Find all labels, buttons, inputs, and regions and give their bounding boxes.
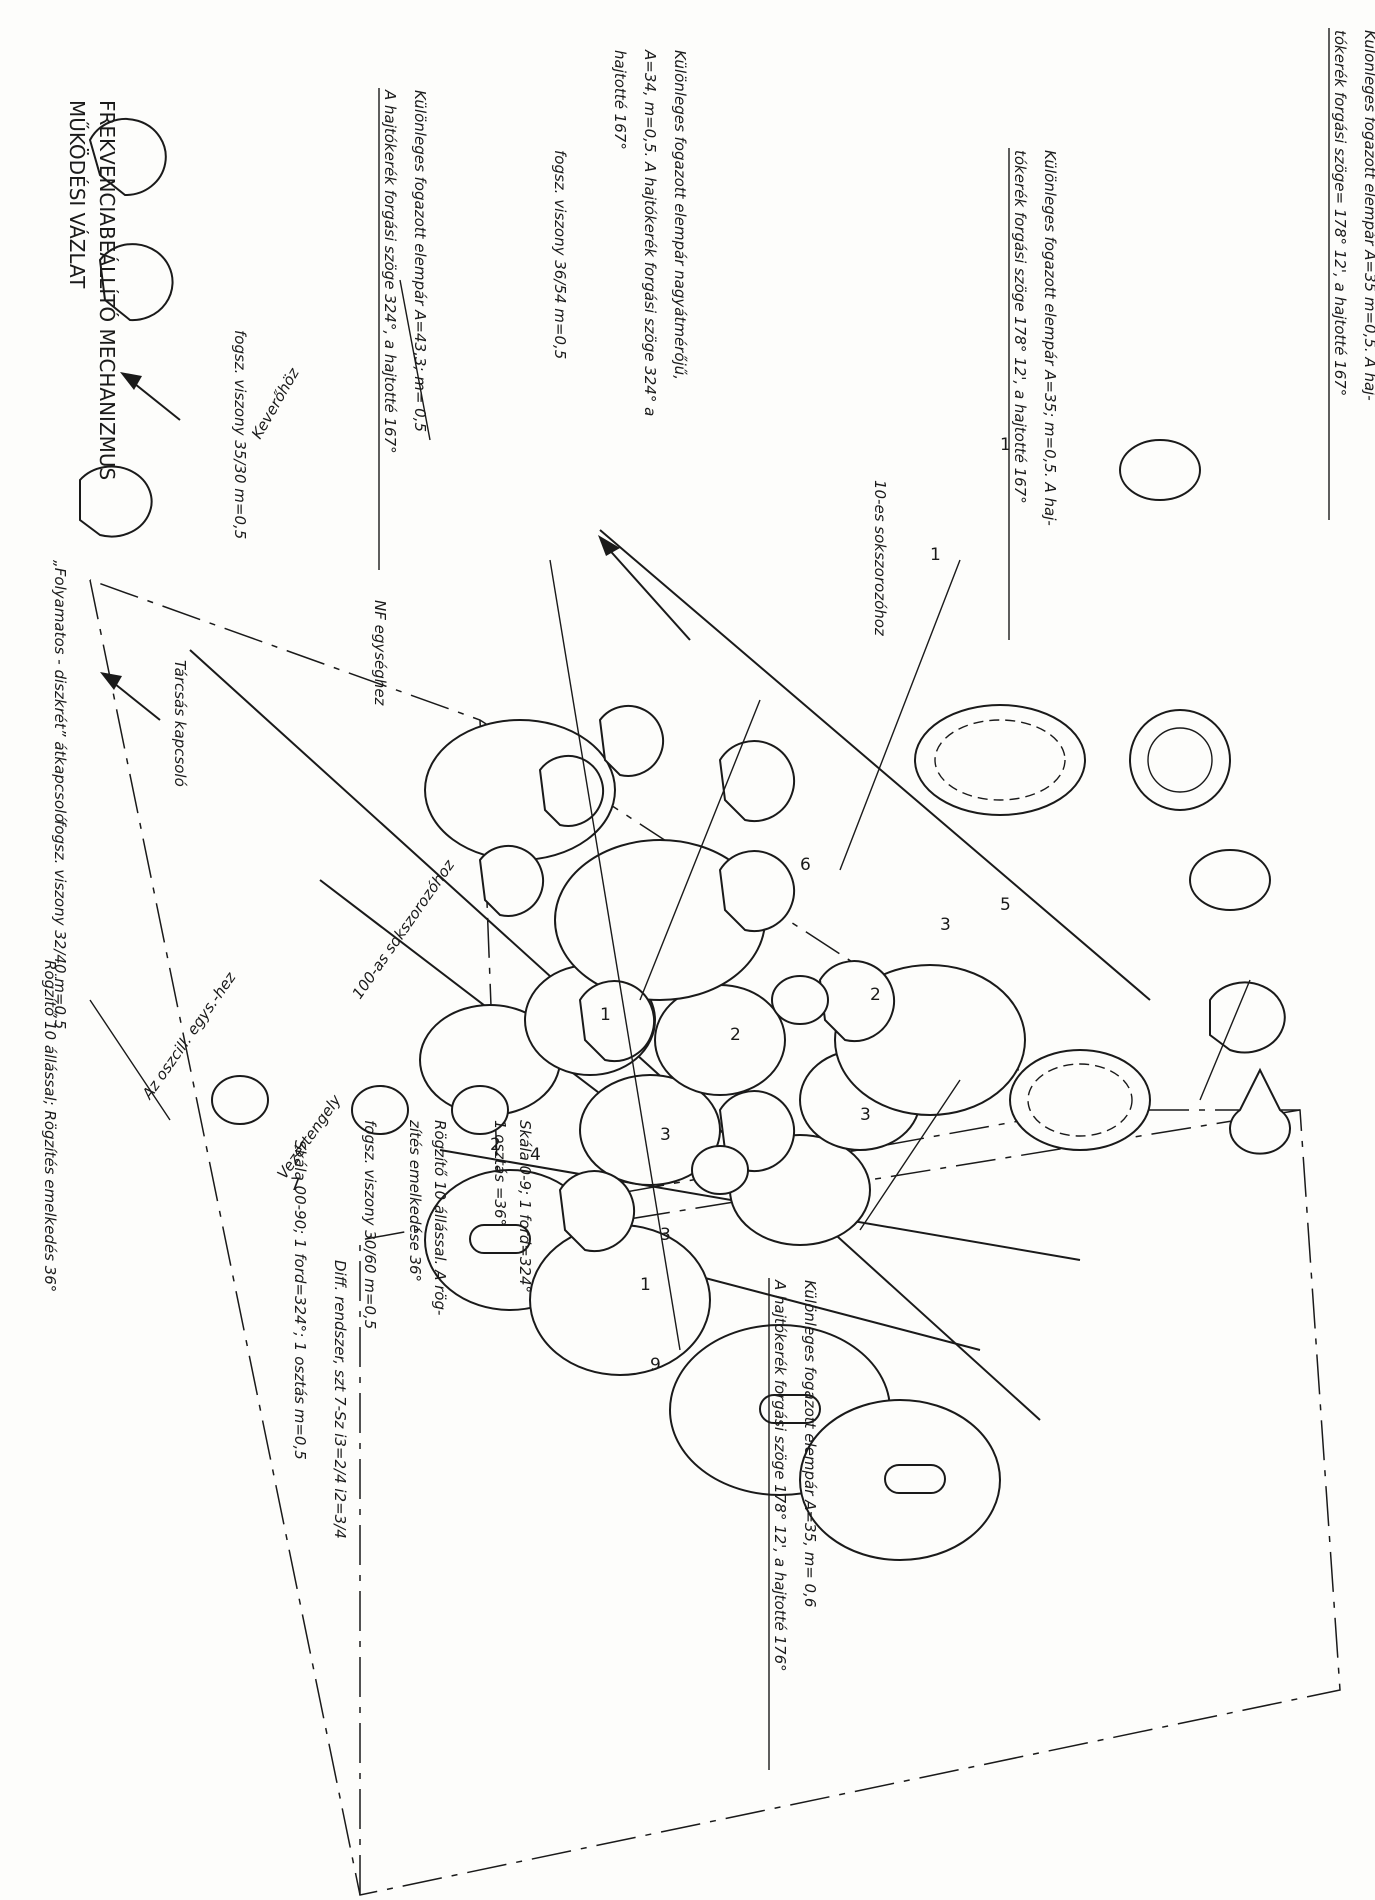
callout-left-a-line1: Különleges fogazott elempár A=35, m= 0,6 [801,1280,819,1607]
cam-element [79,465,153,538]
cam-element [88,118,167,197]
spring-disc [691,1145,749,1195]
spring-disc [211,1075,269,1125]
callout-top-a-line1: Különleges fogazott elempár A=35 m=0,5. … [1361,30,1375,401]
cam-element [718,850,796,933]
callout-bot-b-line2: zítés emelkedése 36° [406,1119,424,1282]
scale-dial [1119,439,1201,501]
detent-disc [914,704,1086,816]
callout-left-a-line2: A hajtókerék forgási szöge 178° 12', a h… [771,1279,789,1672]
callout-left-b: Diff. rendszer, szt 7-Sz i3=2/4 i2=3/4 [331,1260,349,1539]
callout-top-b-line1: Különleges fogazott elempár A=35; m=0,5.… [1041,150,1059,526]
part-numbers: 1 1 1 1 2 2 2 3 3 3 3 4 5 6 7 9 [290,435,1011,1375]
direction-arrows [100,372,691,721]
spring-disc [351,1085,409,1135]
cam-element [538,754,605,827]
hub-slot [759,1394,821,1424]
callout-top-d: fogsz. viszony 36/54 m=0,5 [551,150,569,359]
part-number: 1 [640,1275,651,1295]
cam-element [718,740,796,823]
callout-top-f: fogsz. viszony 35/30 m=0,5 [231,330,249,539]
cylinder-drum [579,1074,721,1186]
gear-disc [529,1224,711,1376]
part-number: 1 [930,545,941,565]
scale-dial [1189,849,1271,911]
callout-top-e-line1: Különleges fogazott elempár A=43,3; m= 0… [411,90,429,432]
detent-disc [1009,1049,1151,1151]
annot-to-hf-unit: NF egységhez [371,600,389,707]
part-number: 3 [860,1105,871,1125]
callout-bot-c: fogsz. viszony 30/60 m=0,5 [361,1120,379,1329]
disc-switch-icon [1129,709,1231,811]
part-number: 6 [800,855,811,875]
spring-discs [211,975,829,1195]
callout-bot-g: „Folyamatos - diszkrét” átkapcsoló [51,560,69,822]
leader-lines [89,279,1251,1351]
callout-top-b-line2: tókerék forgási szöge 178° 12', a hajtot… [1011,150,1029,504]
part-number: 2 [730,1025,741,1045]
switch-lever [1229,1067,1291,1155]
cam-element [578,980,656,1063]
part-number: 4 [530,1145,541,1165]
callout-bot-a-line1: Skála 0-9; 1 ford=324° [516,1120,534,1293]
part-number: 7 [290,1175,301,1195]
part-number: 3 [660,1125,671,1145]
switch-lever [1209,981,1286,1054]
spring-disc [771,975,829,1025]
part-number: 1 [600,1005,611,1025]
part-number: 2 [870,985,881,1005]
callout-top-e-line2: A hajtókerék forgási szöge 324°, a hajto… [381,89,399,454]
callout-bot-e: Rögzítő 10 állással; Rögzítés emelkedés … [41,960,59,1292]
title-line1: FREKVENCIABEÁLLÍTÓ MECHANIZMUS [95,100,119,480]
callout-top-c-line2: A=34, m=0,5. A hajtókerék forgási szöge … [641,49,659,416]
annot-disc-switch: Tárcsás kapcsoló [171,660,189,787]
detent-and-scale [914,439,1291,1155]
cam-element [558,1170,636,1253]
cam-element [598,704,665,777]
callout-bot-f: fogsz. viszony 32/40 m=0,5 [51,820,69,1029]
callout-top-c-line1: Különleges fogazott elempár nagyátmérőjű… [671,50,689,380]
callout-bot-d: Skála 00-90; 1 ford=324°; 1 osztás m=0,5 [291,1140,309,1460]
callout-bot-b-line1: Rögzítő 10 állással. A rög- [431,1120,449,1315]
callout-top-c-line3: hajtotté 167° [611,50,629,150]
rotated-callouts: Különleges fogazott elempár A=35 m=0,5. … [41,28,1375,1770]
callout-bot-a-line2: 1 osztás =36° [491,1120,509,1226]
part-number: 3 [660,1225,671,1245]
cam-element [818,960,896,1043]
annot-to-100-series: 100-as sokszorozóhoz [349,856,459,1003]
part-number: 9 [650,1355,661,1375]
cylinder-drum [654,984,786,1096]
cam-element [98,243,174,322]
spring-disc [451,1085,509,1135]
callout-top-a-line2: tókerék forgási szöge= 178° 12', a hajto… [1331,30,1349,396]
part-number: 3 [940,915,951,935]
hub-slot [469,1224,531,1254]
annot-to-mixer: Keverőhöz [248,364,303,442]
hub-slot [884,1464,946,1494]
cam-element [478,844,545,917]
gear-discs [424,719,1026,1561]
part-number: 1 [1000,435,1011,455]
part-number: 2 [490,1135,501,1155]
annot-to-10-series: 10-es sokszorozóhoz [871,480,889,637]
part-number: 5 [1000,895,1011,915]
title-line2: MŰKÖDÉSI VÁZLAT [65,100,89,289]
